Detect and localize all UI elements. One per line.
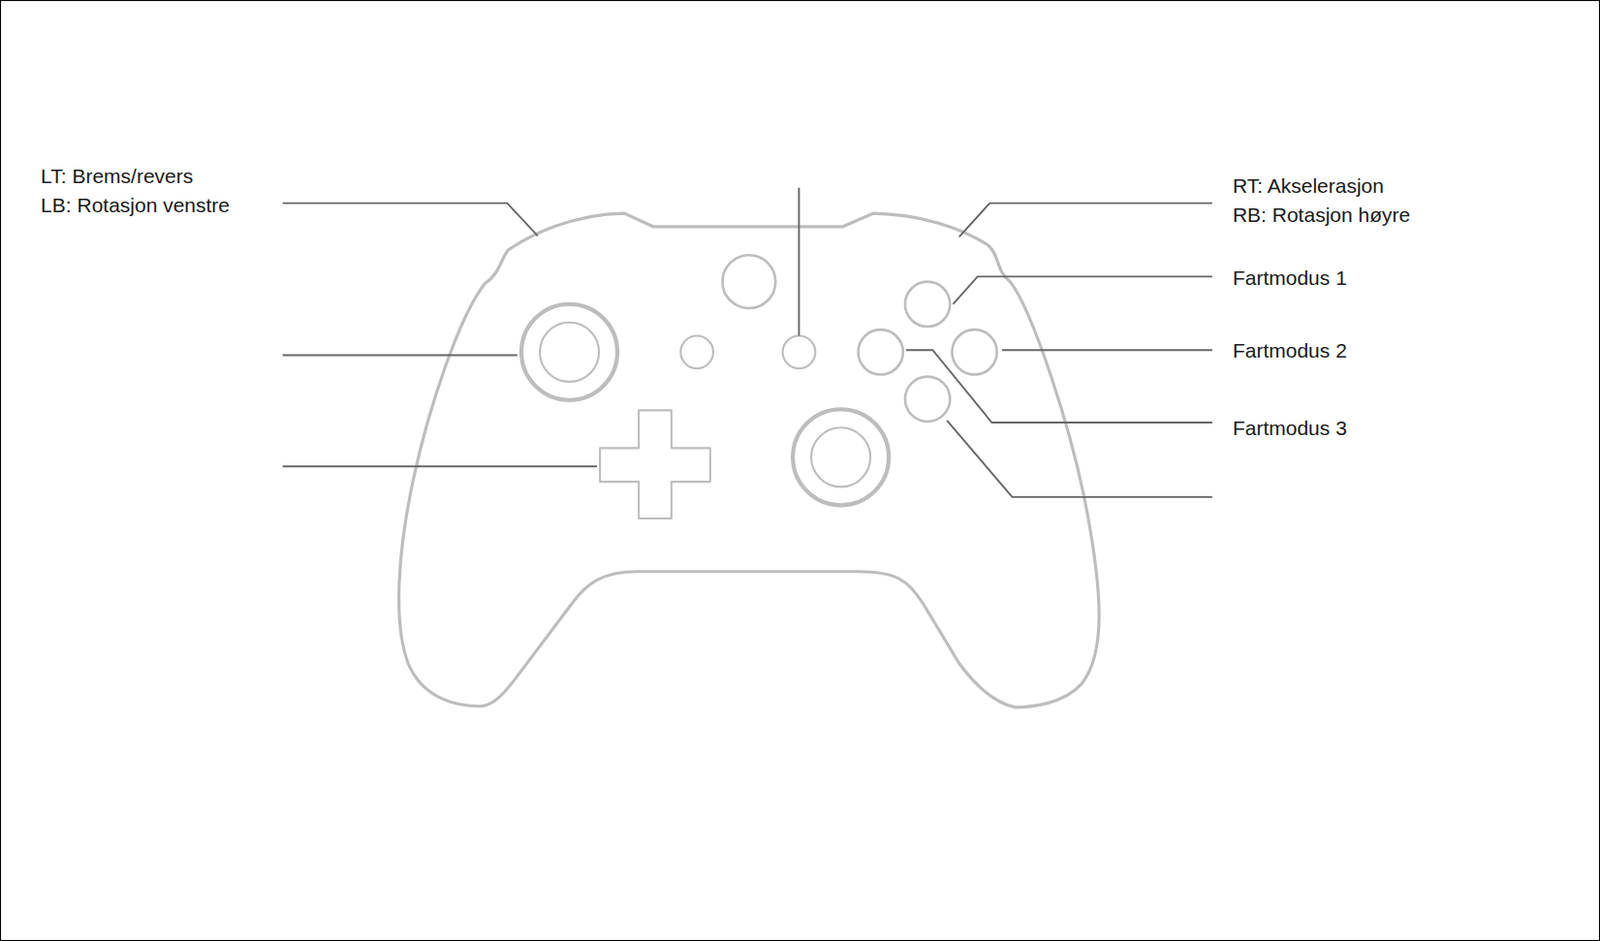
- face-button: [858, 329, 904, 375]
- leader-lines: [282, 188, 1213, 498]
- menu-button: [783, 335, 816, 369]
- leader-line: [1002, 348, 1213, 351]
- callout-label: LT: Brems/revers: [40, 163, 193, 189]
- right-stick-cap: [811, 427, 871, 487]
- leader-line: [906, 349, 1213, 423]
- controller: [399, 213, 1100, 708]
- leader-line: [282, 354, 518, 357]
- leader-line: [946, 420, 1213, 498]
- callout-label: RT: Akselerasjon: [1232, 173, 1384, 198]
- d-pad: [599, 409, 711, 519]
- right-stick: [792, 408, 889, 505]
- leader-line: [959, 203, 1213, 238]
- controller-body: [399, 213, 1100, 708]
- left-stick: [521, 304, 618, 401]
- callout-label: Fartmodus 1: [1232, 265, 1348, 290]
- callout-label: Fartmodus 3: [1232, 415, 1348, 440]
- left-stick-cap: [539, 322, 599, 382]
- face-button: [905, 282, 950, 327]
- face-button: [951, 329, 997, 375]
- callout-label: LB: Rotasjon venstre: [40, 192, 230, 218]
- view-button: [680, 335, 714, 369]
- top-button: [721, 254, 776, 309]
- callout-label: RB: Rotasjon høyre: [1232, 202, 1411, 227]
- callout-label: Fartmodus 2: [1232, 338, 1348, 363]
- leader-line: [952, 276, 1212, 304]
- leader-line: [797, 188, 800, 337]
- face-button: [905, 376, 950, 422]
- leader-line: [282, 203, 538, 237]
- leader-line: [282, 465, 597, 468]
